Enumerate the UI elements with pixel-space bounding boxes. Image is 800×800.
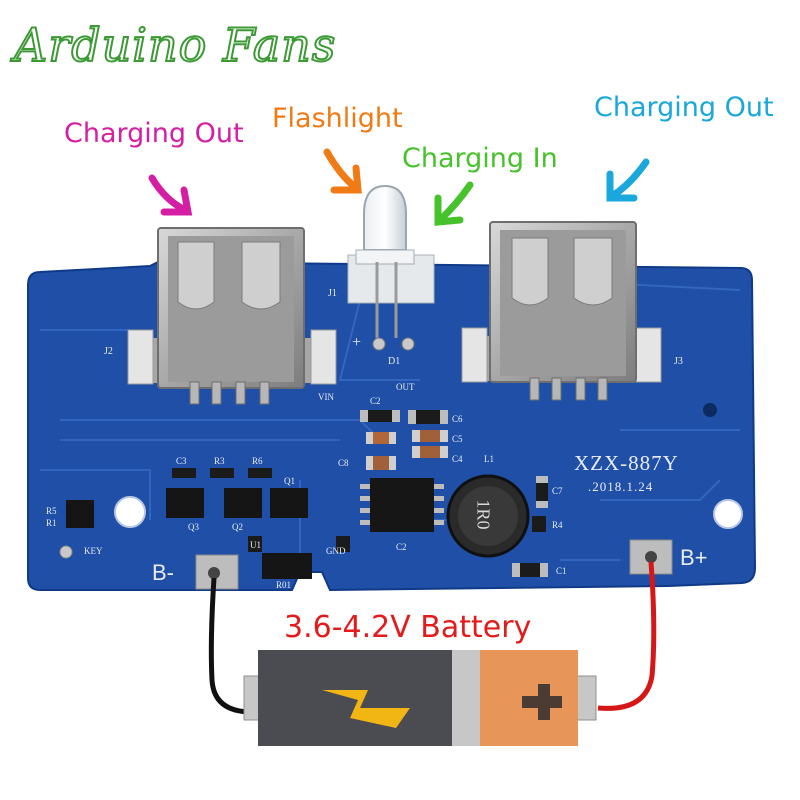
arrow-charging-out-left-icon xyxy=(148,174,193,216)
silk-q2: Q2 xyxy=(232,522,243,532)
plus-icon xyxy=(522,684,562,720)
board-model-label: XZX-887Y xyxy=(574,451,679,475)
arrow-charging-in-icon xyxy=(434,181,474,226)
silk-plus: + xyxy=(352,334,362,351)
silk-c4: C4 xyxy=(452,454,463,464)
callout-charging-in: Charging In xyxy=(402,143,558,174)
flashlight-led xyxy=(347,184,435,351)
key-pad xyxy=(59,545,73,559)
battery-voltage-label: 3.6-4.2V Battery xyxy=(284,610,532,645)
silk-u1: U1 xyxy=(250,540,261,550)
silk-d1: D1 xyxy=(388,356,401,367)
terminal-negative-label: B- xyxy=(152,560,174,585)
silk-c2b: C2 xyxy=(396,542,407,552)
silk-q1: Q1 xyxy=(284,476,295,486)
silk-gnd: GND xyxy=(326,546,346,556)
battery-icon xyxy=(243,650,597,746)
silk-q3: Q3 xyxy=(188,522,199,532)
arrow-charging-out-right-icon xyxy=(606,158,650,202)
brand-logo-text: Arduino Fans xyxy=(13,17,337,73)
board-date-label: .2018.1.24 xyxy=(588,479,654,494)
silk-r6: R6 xyxy=(252,456,263,466)
silk-j1: J1 xyxy=(328,288,337,299)
silk-l1: L1 xyxy=(484,454,494,464)
silk-c3: C3 xyxy=(176,456,187,466)
silk-j3: J3 xyxy=(674,356,683,367)
usb-port-left xyxy=(127,227,337,405)
callout-flashlight: Flashlight xyxy=(272,103,403,134)
lightning-bolt-icon xyxy=(322,690,410,728)
callout-charging-out-right: Charging Out xyxy=(594,92,774,123)
silk-r01: R01 xyxy=(276,580,292,590)
silk-c7: C7 xyxy=(552,486,563,496)
silk-out: OUT xyxy=(396,382,415,392)
mount-hole-right xyxy=(713,499,743,529)
silk-key: KEY xyxy=(84,546,103,556)
silk-r4: R4 xyxy=(552,520,563,530)
callout-charging-out-left: Charging Out xyxy=(64,118,244,149)
silk-c1: C1 xyxy=(556,566,567,576)
silk-c2a: C2 xyxy=(370,396,381,406)
terminal-positive-label: B+ xyxy=(680,545,708,570)
wire-negative xyxy=(208,577,253,715)
silk-r3: R3 xyxy=(214,456,225,466)
silk-vin: VIN xyxy=(318,392,334,402)
silk-j2: J2 xyxy=(104,346,113,357)
silk-c5: C5 xyxy=(452,434,463,444)
inductor-l1 xyxy=(446,474,530,558)
usb-port-right xyxy=(461,221,662,401)
wire-positive xyxy=(597,561,657,711)
arrow-flashlight-icon xyxy=(323,148,362,194)
smd-components xyxy=(66,410,548,579)
via-dot xyxy=(703,403,717,417)
silk-r1: R1 xyxy=(46,518,57,528)
inductor-marking: 1R0 xyxy=(473,499,494,530)
silk-c6: C6 xyxy=(452,414,463,424)
mount-hole-left xyxy=(114,496,146,528)
silk-r5: R5 xyxy=(46,506,57,516)
silk-c8: C8 xyxy=(338,458,349,468)
